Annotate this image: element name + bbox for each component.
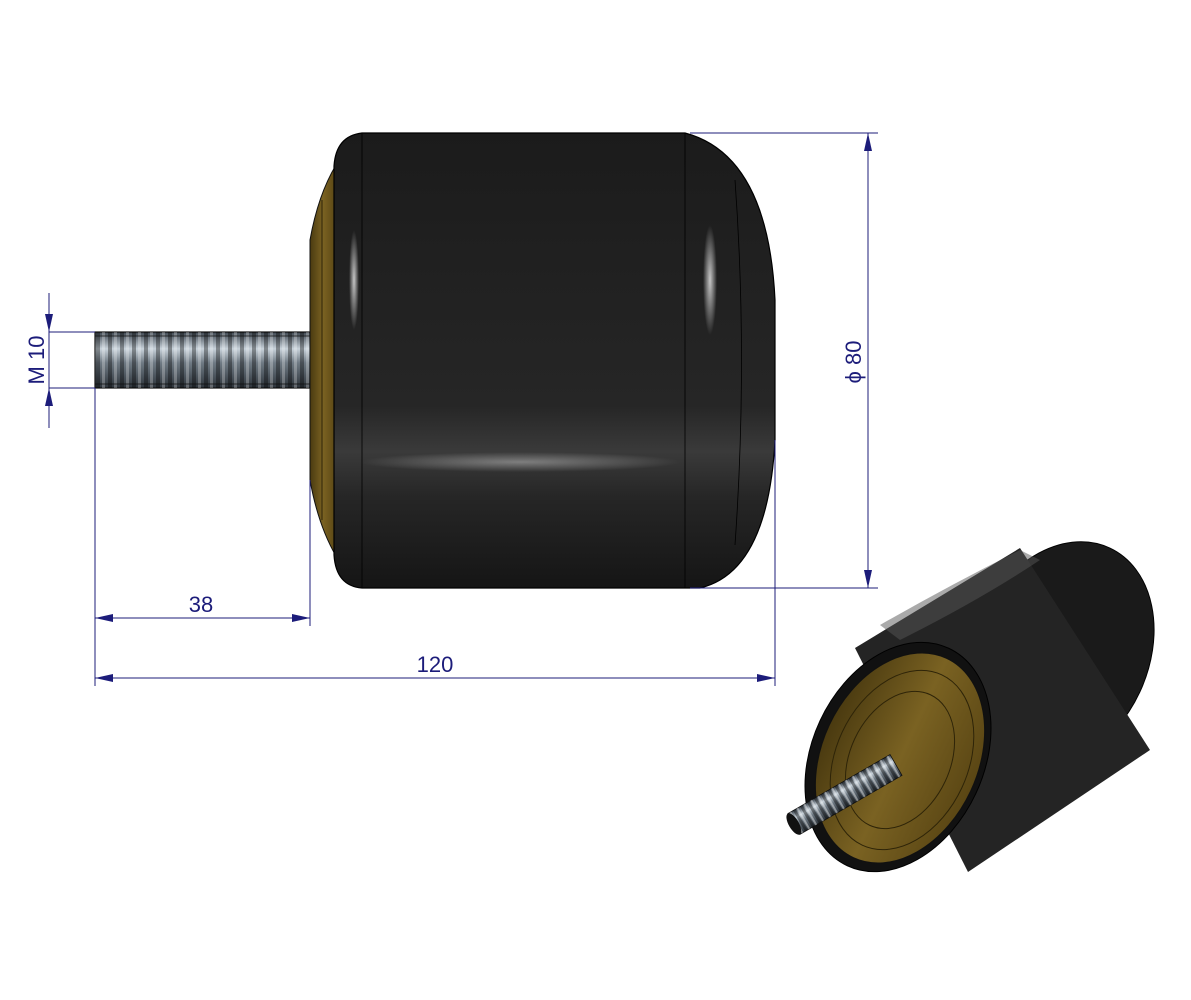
thread-size-label: M 10 [24, 336, 49, 385]
rubber-body [333, 132, 776, 589]
stud-length-label: 38 [189, 592, 213, 617]
threaded-stud-iso [786, 754, 903, 835]
overall-length-label: 120 [417, 652, 454, 677]
dimension-stud-length: 38 [94, 388, 311, 686]
isometric-view [786, 541, 1155, 873]
dimension-thread: M 10 [24, 293, 95, 428]
dimension-overall-length: 120 [95, 440, 776, 686]
side-view [94, 132, 776, 589]
brass-face [814, 652, 986, 864]
threaded-stud [94, 331, 314, 389]
brass-plate [309, 163, 337, 558]
diameter-label: ϕ 80 [841, 341, 866, 384]
dimension-diameter: ϕ 80 [690, 132, 878, 589]
